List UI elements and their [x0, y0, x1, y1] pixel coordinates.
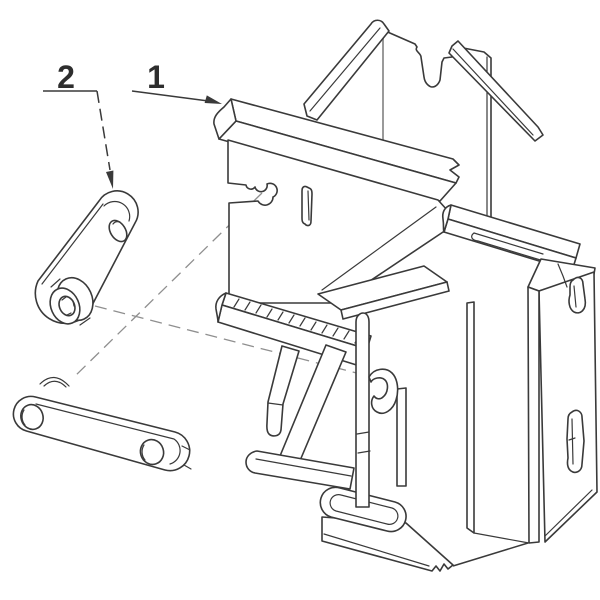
saddle-end-cap [441, 204, 452, 233]
hook-post-body [355, 312, 370, 508]
plate-face [12, 395, 191, 472]
plate-hole-right-thickness [141, 444, 146, 461]
right-block-front-fold [527, 286, 540, 544]
back-panel-outline [382, 29, 492, 232]
plate-cap-tick-2 [183, 464, 192, 470]
plate-hole-right [139, 438, 165, 466]
callout-2-arrowhead [106, 170, 114, 189]
slot-bottom-inner [571, 418, 574, 465]
right-block [466, 258, 598, 544]
part-1-bracket [213, 19, 598, 572]
front-wall-face [227, 139, 459, 304]
hook-post [355, 312, 399, 508]
boss-socket-facets [61, 296, 75, 316]
part-2-link-plate [12, 376, 192, 472]
slot-bottom-tick [568, 437, 576, 441]
callout-1: 1 [131, 59, 222, 104]
callout-2: 2 [43, 59, 114, 189]
back-panel-fill [383, 30, 491, 232]
plate-thickness-band [35, 403, 181, 465]
gusset-right-face [448, 40, 544, 142]
hook-post-joint-1 [356, 431, 370, 435]
lever-thickness-top [103, 200, 131, 222]
boss-tangent-bottom [79, 317, 91, 326]
gusset-right [448, 40, 544, 142]
bent-tab-front [340, 281, 450, 320]
hook-post-joint-2 [357, 450, 371, 454]
corner-notch [557, 263, 568, 288]
foot-assembly [245, 387, 529, 572]
part-2-lever-arm [34, 190, 139, 326]
front-wall [227, 139, 459, 304]
lever-boss [49, 276, 94, 326]
bottom-channel-inner [329, 494, 399, 525]
plate-cap-tick-1 [181, 445, 191, 451]
lever-hole-thickness [112, 221, 121, 225]
bent-tab [317, 265, 450, 320]
keyhole-slot-top [568, 276, 587, 314]
foot-web [321, 516, 454, 572]
top-flange [213, 98, 460, 202]
plate-hole-left-thickness [21, 409, 26, 426]
gusset-left-thickness [309, 27, 381, 112]
lower-left-rail [245, 450, 355, 490]
narrow-strut [266, 345, 300, 437]
front-wall-fold-line [321, 206, 437, 291]
right-block-bottom-inner [473, 532, 530, 544]
hidden-boss-bump-outer [39, 376, 70, 387]
foot-web-band [323, 533, 430, 567]
vertical-slot-thickness [307, 190, 310, 221]
saddle-bar [441, 204, 581, 272]
plate-hole-left [20, 403, 44, 431]
centerline-boss-to-hook [94, 305, 377, 379]
gusset-left [303, 19, 390, 121]
hidden-boss-bump-inner [43, 380, 67, 388]
callout-2-label: 2 [57, 59, 75, 95]
gusset-left-face [303, 19, 390, 121]
narrow-strut-bend [267, 402, 284, 406]
lever-thickness-left [41, 203, 104, 285]
right-block-left-flange [466, 301, 475, 534]
callout-1-label: 1 [147, 59, 165, 95]
slot-bottom [566, 409, 585, 474]
bottom-channel [319, 486, 407, 533]
keyhole-slot-top-inner [573, 285, 577, 308]
callout-1-arrowhead [204, 95, 222, 104]
callout-2-leader [96, 90, 111, 171]
right-leg [396, 387, 407, 487]
mid-rail-end-cap [215, 292, 227, 323]
top-flange-end-cap [213, 98, 237, 140]
lower-left-rail-band [255, 458, 352, 477]
block-connector [471, 232, 548, 263]
right-block-bottom-band [544, 489, 593, 537]
callout-1-leader [131, 90, 217, 103]
foot-to-block-edge [452, 542, 529, 567]
right-block-right-face [538, 271, 598, 543]
lever-hole [108, 219, 128, 243]
boss-tangent-top [50, 278, 61, 288]
gusset-right-thickness [452, 48, 534, 136]
hook-curl [368, 368, 399, 415]
support-struts [266, 344, 347, 464]
block-connector-cap [471, 232, 479, 242]
